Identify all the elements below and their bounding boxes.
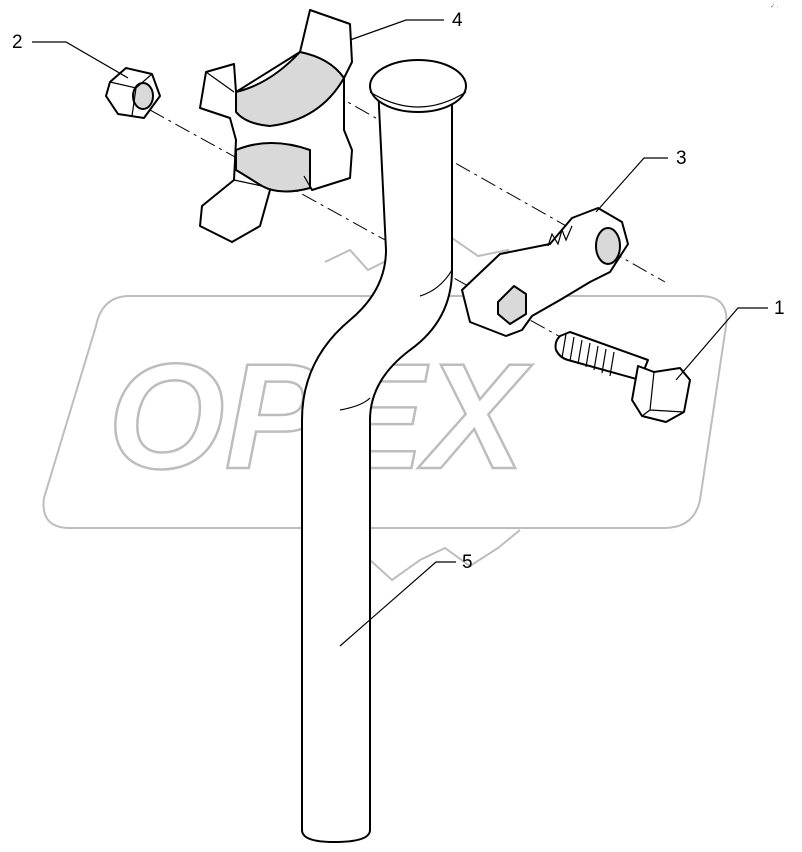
leader-5 bbox=[339, 561, 456, 647]
tube-bend-line-1 bbox=[419, 269, 453, 297]
callouts: 1 2 3 4 5 bbox=[12, 10, 785, 573]
bolt-thread bbox=[561, 333, 615, 377]
clamp-block-bore-top bbox=[235, 51, 345, 127]
tube-bend-line-2 bbox=[339, 397, 371, 411]
part-1-hex-bolt bbox=[554, 331, 691, 423]
bolt-head-facet bbox=[641, 371, 685, 417]
leader-1 bbox=[675, 307, 768, 381]
callout-2: 2 bbox=[12, 32, 23, 53]
part-3-bracket bbox=[461, 207, 629, 337]
clamp-block-edge bbox=[199, 71, 313, 191]
corner-mark: ✓ · bbox=[770, 4, 779, 10]
callout-1: 1 bbox=[774, 298, 785, 319]
callout-4: 4 bbox=[452, 10, 463, 31]
bracket-hole-left bbox=[497, 285, 527, 325]
leader-lines bbox=[32, 19, 768, 647]
tube-cap bbox=[369, 59, 467, 113]
hex-nut-facet bbox=[109, 73, 153, 117]
bracket-hole-right bbox=[595, 227, 621, 265]
leader-3 bbox=[595, 157, 668, 213]
bracket-body bbox=[461, 207, 629, 337]
part-4-clamp-block bbox=[199, 9, 353, 243]
part-5-tube bbox=[301, 59, 467, 843]
hex-nut-bore bbox=[132, 82, 154, 110]
bolt-shank bbox=[554, 331, 649, 381]
tube-body bbox=[301, 85, 453, 843]
tube-cap-rim bbox=[369, 91, 467, 108]
part-2-hex-nut bbox=[105, 67, 161, 119]
watermark-frame bbox=[42, 295, 728, 529]
clamp-block-bore-bottom bbox=[235, 142, 311, 193]
bracket-teeth bbox=[547, 225, 573, 247]
leader-2 bbox=[32, 41, 129, 79]
leader-4 bbox=[349, 19, 444, 41]
callout-3: 3 bbox=[676, 148, 687, 169]
callout-5: 5 bbox=[462, 552, 473, 573]
